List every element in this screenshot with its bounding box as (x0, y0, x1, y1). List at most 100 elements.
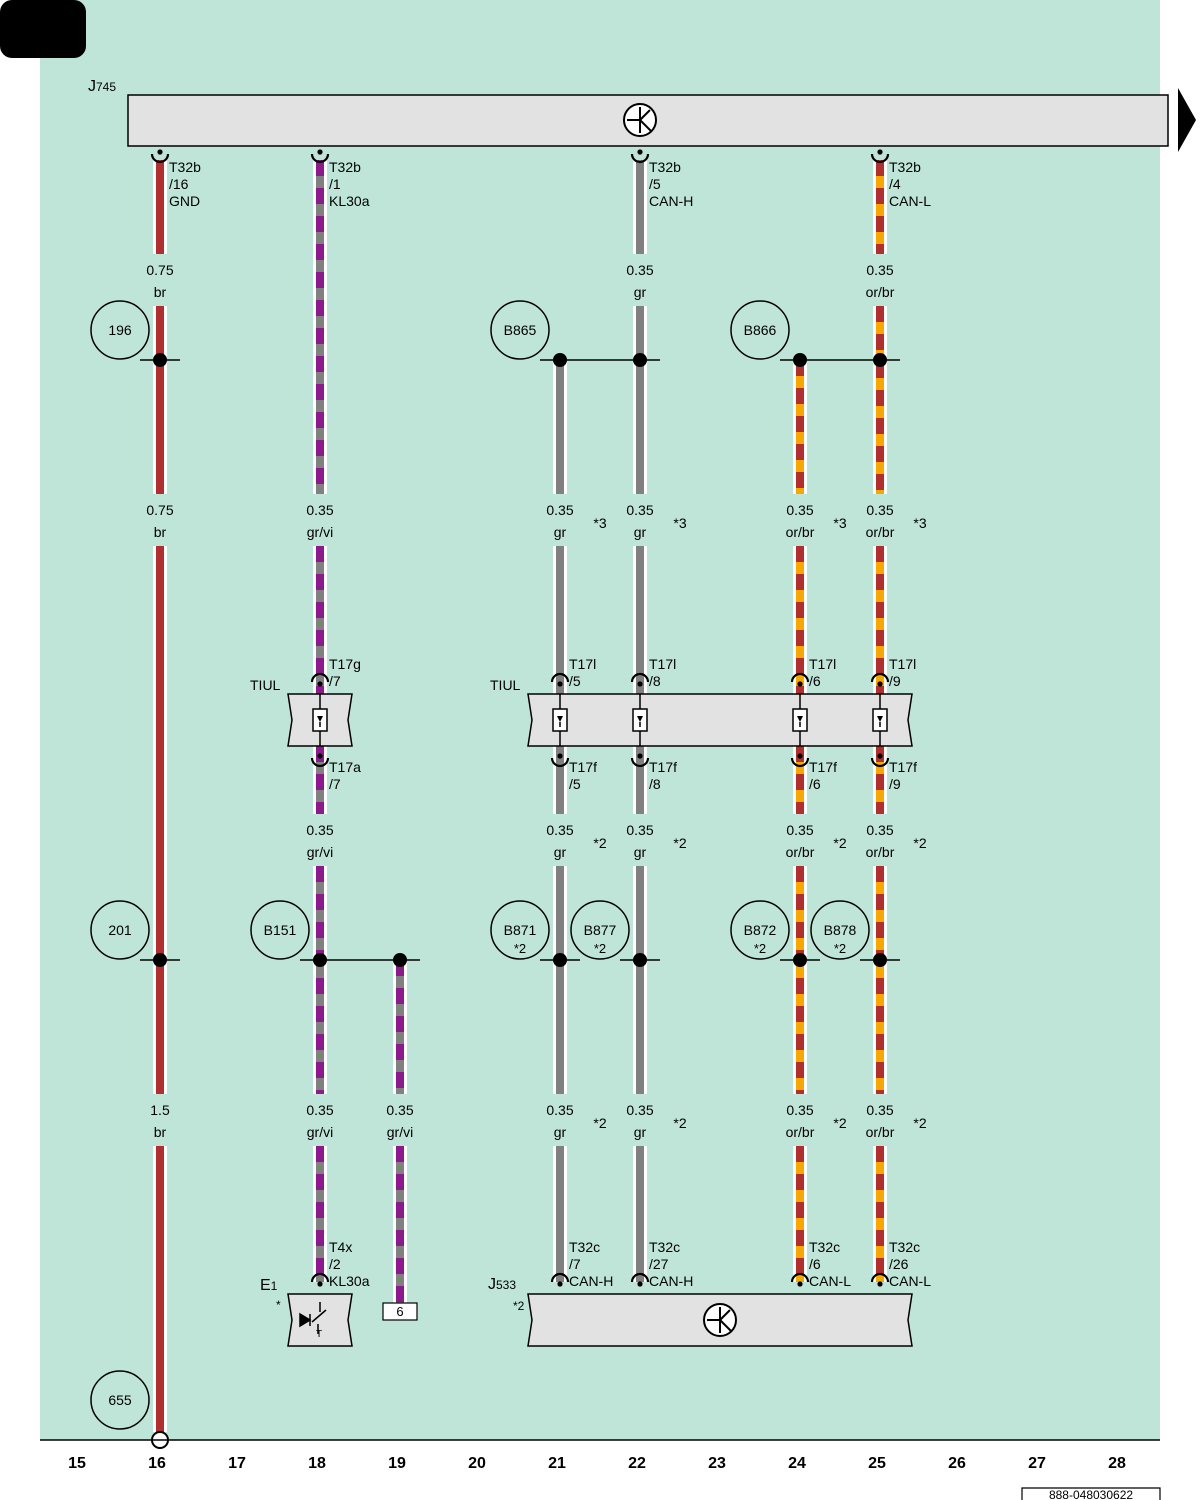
reference-circle: B872*2 (730, 900, 790, 960)
connector-pin-icon (870, 672, 890, 687)
wire-color-label: gr (634, 1124, 647, 1140)
e1-component: E1 * T (260, 1277, 353, 1347)
e1-label: E1 (260, 1277, 278, 1294)
splice-node (633, 953, 647, 967)
reference-circle-label: B866 (744, 322, 777, 338)
wire-size-label: 0.75 (146, 262, 173, 278)
reference-circle: 196 (90, 300, 150, 360)
splice-node (873, 953, 887, 967)
axis-column-number: 23 (708, 1455, 726, 1472)
reference-circle: B877*2 (570, 900, 630, 960)
reference-circle-label: 196 (108, 322, 132, 338)
reference-circle-label: B151 (264, 922, 297, 938)
axis-column-number: 20 (468, 1455, 486, 1472)
connector-label: /5 (569, 776, 581, 792)
wire-size-label: 0.35 (386, 1102, 413, 1118)
reference-circle: B865 (490, 300, 550, 360)
wire-size-label: 0.35 (866, 822, 893, 838)
connector-label: /2 (329, 1256, 341, 1272)
connector-label: T17f (569, 759, 597, 775)
e1-box (287, 1293, 353, 1347)
wire-color-label: br (154, 284, 167, 300)
axis-column-number: 16 (148, 1455, 166, 1472)
wire-size-label: 0.35 (626, 502, 653, 518)
drawing-number: 888-048030622 (1049, 1488, 1133, 1500)
wire-size-label: 0.35 (866, 262, 893, 278)
wire-size-label: 0.35 (306, 822, 333, 838)
wire-color-label: gr (554, 1124, 567, 1140)
connector-pin-icon (790, 1272, 810, 1287)
reference-circle-label: B872 (744, 922, 777, 938)
connector-pin-icon (630, 149, 650, 164)
connector-pin-icon (870, 1272, 890, 1287)
switch-icon (299, 1302, 327, 1334)
axis-column-number: 15 (68, 1455, 86, 1472)
wire-color-label: gr (634, 524, 647, 540)
wire-note-label: *3 (913, 515, 926, 531)
connector-label: T17l (569, 656, 596, 672)
splice-node (553, 353, 567, 367)
connector-label: T32b (889, 159, 921, 175)
connector-pin-icon (310, 149, 330, 164)
e1-note: * (276, 1298, 281, 1312)
wire-size-label: 0.35 (626, 1102, 653, 1118)
connector-label: T32c (649, 1239, 680, 1255)
reference-circle: 201 (90, 900, 150, 960)
connector-label: KL30a (329, 193, 370, 209)
reference-box-label: 6 (396, 1304, 403, 1319)
inline-connector-icon (552, 694, 568, 746)
axis-column-number: 28 (1108, 1455, 1126, 1472)
wire-color-label: gr (634, 284, 647, 300)
axis-column-number: 19 (388, 1455, 406, 1472)
reference-circle-label: B865 (504, 322, 537, 338)
reference-circle-label: 655 (108, 1392, 132, 1408)
wire-color-label: br (154, 1124, 167, 1140)
connector-label: T17f (889, 759, 917, 775)
j533-note: *2 (513, 1299, 525, 1313)
control-unit-icon (703, 1303, 737, 1337)
connector-label: T32b (649, 159, 681, 175)
wire-color-label: or/br (866, 1124, 895, 1140)
connector-label: /1 (329, 176, 341, 192)
connector-label: /5 (569, 673, 581, 689)
splice-node (153, 353, 167, 367)
wire-color-label: or/br (866, 284, 895, 300)
wire-note-label: *2 (593, 1115, 606, 1131)
connector-pin-icon (630, 753, 650, 768)
continuation-arrow-icon (1178, 88, 1196, 152)
connector-label: CAN-H (649, 1273, 693, 1289)
drawing-number-box: 888-048030622 (1021, 1487, 1161, 1500)
axis-column-number: 22 (628, 1455, 646, 1472)
wire-size-label: 0.35 (546, 502, 573, 518)
wire-size-label: 1.5 (150, 1102, 170, 1118)
connector-label: /7 (329, 776, 341, 792)
reference-circle: 655 (90, 1370, 150, 1430)
page-tab (0, 0, 86, 58)
connector-label: /7 (329, 673, 341, 689)
inline-connector-icon (792, 694, 808, 746)
connector-label: T17g (329, 656, 361, 672)
reference-box: 6 (382, 1302, 418, 1321)
wire-note-label: *2 (833, 1115, 846, 1131)
splice-node (793, 953, 807, 967)
connector-pin-icon (870, 149, 890, 164)
axis-column-number: 17 (228, 1455, 246, 1472)
j745-control-unit: J745 (88, 78, 1169, 147)
connector-pin-icon (310, 672, 330, 687)
connector-label: CAN-L (889, 1273, 931, 1289)
axis-column-number: 24 (788, 1455, 806, 1472)
connector-label: T32b (329, 159, 361, 175)
splice-node (873, 353, 887, 367)
wire-note-label: *2 (913, 1115, 926, 1131)
connector-pin-icon (550, 1272, 570, 1287)
wires (153, 160, 887, 1432)
overlay: T32b/16GNDT32b/1KL30aT32b/5CAN-HT32b/4CA… (90, 149, 931, 1430)
axis-column-number: 27 (1028, 1455, 1046, 1472)
wire-color-label: or/br (866, 524, 895, 540)
connector-label: /5 (649, 176, 661, 192)
wire-color-label: gr/vi (307, 1124, 333, 1140)
connector-label: T17l (809, 656, 836, 672)
connector-label: /6 (809, 1256, 821, 1272)
connector-label: T17f (809, 759, 837, 775)
tiul-right-connector: TIUL (490, 677, 913, 747)
